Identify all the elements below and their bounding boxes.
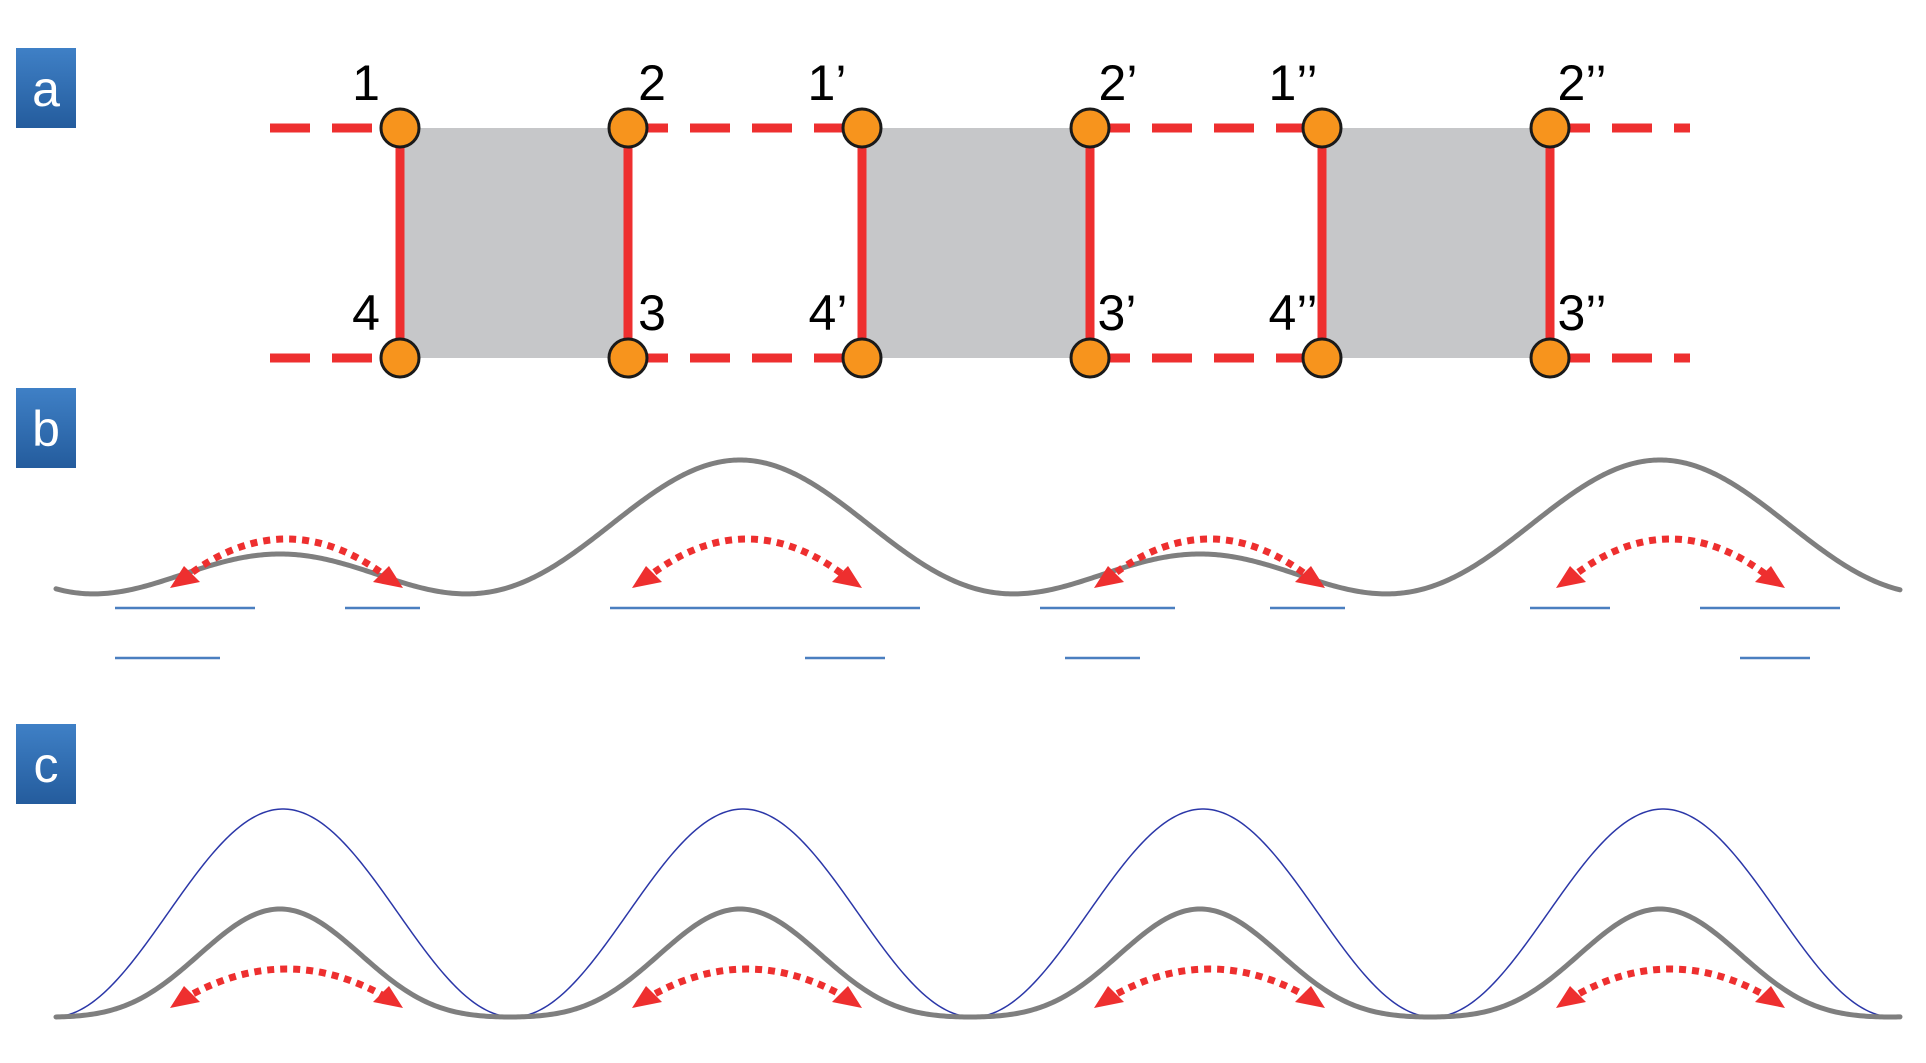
svg-text:b: b <box>32 401 60 457</box>
deep-lattice-curve <box>55 808 1901 1018</box>
site-label: 3’ <box>1098 285 1137 341</box>
ladder-lattice-diagram: 1 2 4 3 1’ 2’ 4’ 3’ 1’’ 2’’ 4’’ 3’’ <box>270 55 1690 379</box>
double-well-curve <box>53 906 1903 1020</box>
site-label: 2’’ <box>1557 55 1606 111</box>
panel-c-badge: c <box>16 724 76 804</box>
arrow-head <box>170 986 200 1008</box>
lattice-site <box>1529 337 1571 379</box>
lattice-site <box>841 337 883 379</box>
arrow-head <box>1556 566 1586 588</box>
lattice-site <box>1301 337 1343 379</box>
lattice-site <box>1529 107 1571 149</box>
tunneling-arrow <box>180 965 393 1004</box>
lattice-site <box>607 337 649 379</box>
arrow-head <box>832 566 862 588</box>
tunneling-arrow <box>1103 535 1316 583</box>
arrow-head <box>1755 986 1785 1008</box>
lattice-site <box>607 107 649 149</box>
arrow-head <box>1094 986 1124 1008</box>
arrow-head <box>832 986 862 1008</box>
tunneling-arrow <box>1565 535 1776 583</box>
panel-b-badge: b <box>16 388 76 468</box>
site-label: 3 <box>638 285 666 341</box>
arrow-head <box>1094 566 1124 588</box>
arrow-head <box>1295 986 1325 1008</box>
tunneling-arrow <box>1104 965 1315 1004</box>
arrow-head <box>1556 986 1586 1008</box>
site-label: 4’’ <box>1268 285 1317 341</box>
svg-text:a: a <box>32 61 60 117</box>
arrow-head <box>632 566 662 588</box>
lattice-site <box>379 107 421 149</box>
tunneling-arrow <box>641 535 853 583</box>
site-label: 4 <box>352 285 380 341</box>
double-well-potential-c <box>53 808 1903 1020</box>
site-label: 1’ <box>808 55 847 111</box>
tunneling-arrow <box>179 535 394 583</box>
arrow-head <box>632 986 662 1008</box>
lattice-site <box>379 337 421 379</box>
tunneling-arrow <box>642 965 852 1003</box>
arrow-head <box>373 566 403 588</box>
plaquette <box>1322 128 1550 358</box>
superlattice-potential-curve <box>53 457 1903 597</box>
lattice-site <box>1069 337 1111 379</box>
arrow-head <box>170 566 200 588</box>
site-label: 3’’ <box>1557 285 1606 341</box>
lattice-site <box>841 107 883 149</box>
arrow-head <box>1295 566 1325 588</box>
site-label: 2 <box>638 55 666 111</box>
panel-a-badge: a <box>16 48 76 128</box>
superlattice-potential-b <box>53 457 1903 660</box>
arrow-head <box>373 986 403 1008</box>
site-label: 1’’ <box>1268 55 1317 111</box>
tunneling-arrow <box>1566 965 1775 1003</box>
plaquette <box>862 128 1090 358</box>
lattice-site <box>1301 107 1343 149</box>
lattice-site <box>1069 107 1111 149</box>
svg-text:c: c <box>34 737 59 793</box>
site-label: 4’ <box>809 285 848 341</box>
site-label: 2’ <box>1099 55 1138 111</box>
plaquette <box>400 128 628 358</box>
site-label: 1 <box>352 55 380 111</box>
arrow-head <box>1755 566 1785 588</box>
